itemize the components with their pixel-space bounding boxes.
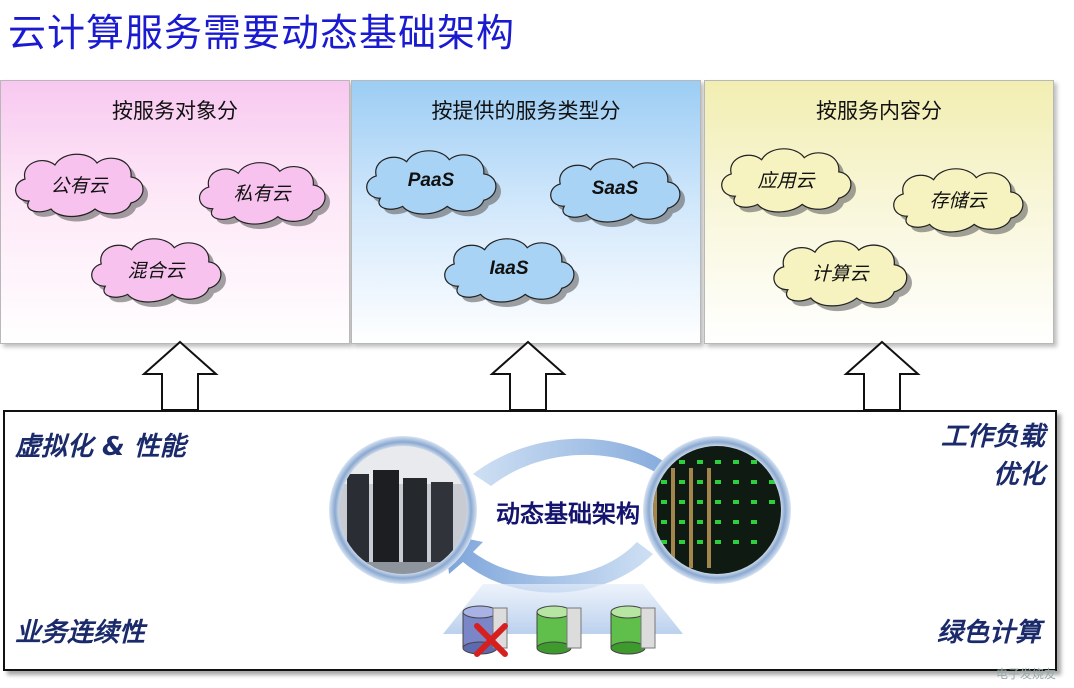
label-line: 优化 bbox=[992, 460, 1045, 490]
cloud-icon bbox=[550, 158, 685, 228]
cloud-label: 公有云 bbox=[50, 174, 108, 197]
panel-title: 按服务对象分 bbox=[112, 99, 238, 123]
center-infrastructure-graphic: 动态基础架构 bbox=[323, 434, 803, 666]
cloud-label: 私有云 bbox=[233, 182, 291, 205]
panel-by-service-object: 按服务对象分 公有云 私有云 混合云 bbox=[0, 80, 350, 344]
cloud-icon bbox=[444, 238, 579, 308]
cloud-public: 公有云 bbox=[9, 149, 149, 222]
cloud-icon bbox=[199, 162, 331, 229]
database-error-icon bbox=[462, 605, 508, 657]
panel-by-service-content: 按服务内容分 应用云 存储云 计算云 bbox=[704, 80, 1054, 344]
panel-title: 按提供的服务类型分 bbox=[431, 99, 621, 123]
dynamic-infrastructure-box: 虚拟化 & 性能 工作负载 优化 业务连续性 绿色计算 bbox=[3, 410, 1057, 671]
cloud-paas: PaaS bbox=[360, 145, 502, 220]
page-title: 云计算服务需要动态基础架构 bbox=[8, 11, 516, 55]
cloud-icon bbox=[91, 238, 226, 308]
cloud-hybrid: 混合云 bbox=[85, 233, 227, 308]
cloud-private: 私有云 bbox=[193, 157, 331, 229]
datacenter-led-photo-icon bbox=[643, 436, 791, 584]
server-room-photo-icon bbox=[329, 436, 477, 584]
cloud-saas: SaaS bbox=[544, 153, 686, 228]
cloud-label: 应用云 bbox=[757, 169, 815, 192]
cloud-label: 混合云 bbox=[127, 259, 185, 282]
cloud-application: 应用云 bbox=[715, 143, 857, 218]
cloud-label: IaaS bbox=[489, 258, 529, 279]
cloud-label: SaaS bbox=[591, 178, 639, 199]
label-green-computing: 绿色计算 bbox=[936, 618, 1041, 648]
cloud-icon bbox=[15, 153, 148, 222]
cloud-label: PaaS bbox=[407, 170, 455, 191]
cloud-iaas: IaaS bbox=[438, 233, 580, 308]
cloud-icon bbox=[773, 240, 912, 312]
watermark-logo: 电子发烧友 bbox=[995, 667, 1056, 681]
cloud-storage: 存储云 bbox=[887, 163, 1029, 238]
database-green-icon bbox=[610, 605, 656, 655]
cloud-icon bbox=[893, 168, 1028, 238]
up-arrow-icon bbox=[141, 340, 219, 411]
up-arrow-icon bbox=[489, 340, 567, 411]
panel-by-service-type: 按提供的服务类型分 PaaS SaaS IaaS bbox=[351, 80, 701, 344]
cloud-label: 存储云 bbox=[929, 189, 987, 212]
label-business-continuity: 业务连续性 bbox=[15, 618, 146, 648]
cycle-arrows-icon bbox=[329, 436, 791, 657]
label-line: 工作负载 bbox=[940, 422, 1045, 452]
database-green-icon bbox=[536, 605, 582, 655]
up-arrow-icon bbox=[843, 340, 921, 411]
cloud-icon bbox=[721, 148, 856, 218]
panel-title: 按服务内容分 bbox=[816, 99, 942, 123]
dynamic-infrastructure-label: 动态基础架构 bbox=[496, 500, 640, 528]
cloud-icon bbox=[366, 150, 501, 220]
label-workload-optimization: 工作负载 优化 bbox=[941, 418, 1045, 494]
label-virtualization-performance: 虚拟化 & 性能 bbox=[15, 432, 186, 462]
cloud-label: 计算云 bbox=[811, 262, 869, 285]
cloud-compute: 计算云 bbox=[767, 235, 913, 312]
